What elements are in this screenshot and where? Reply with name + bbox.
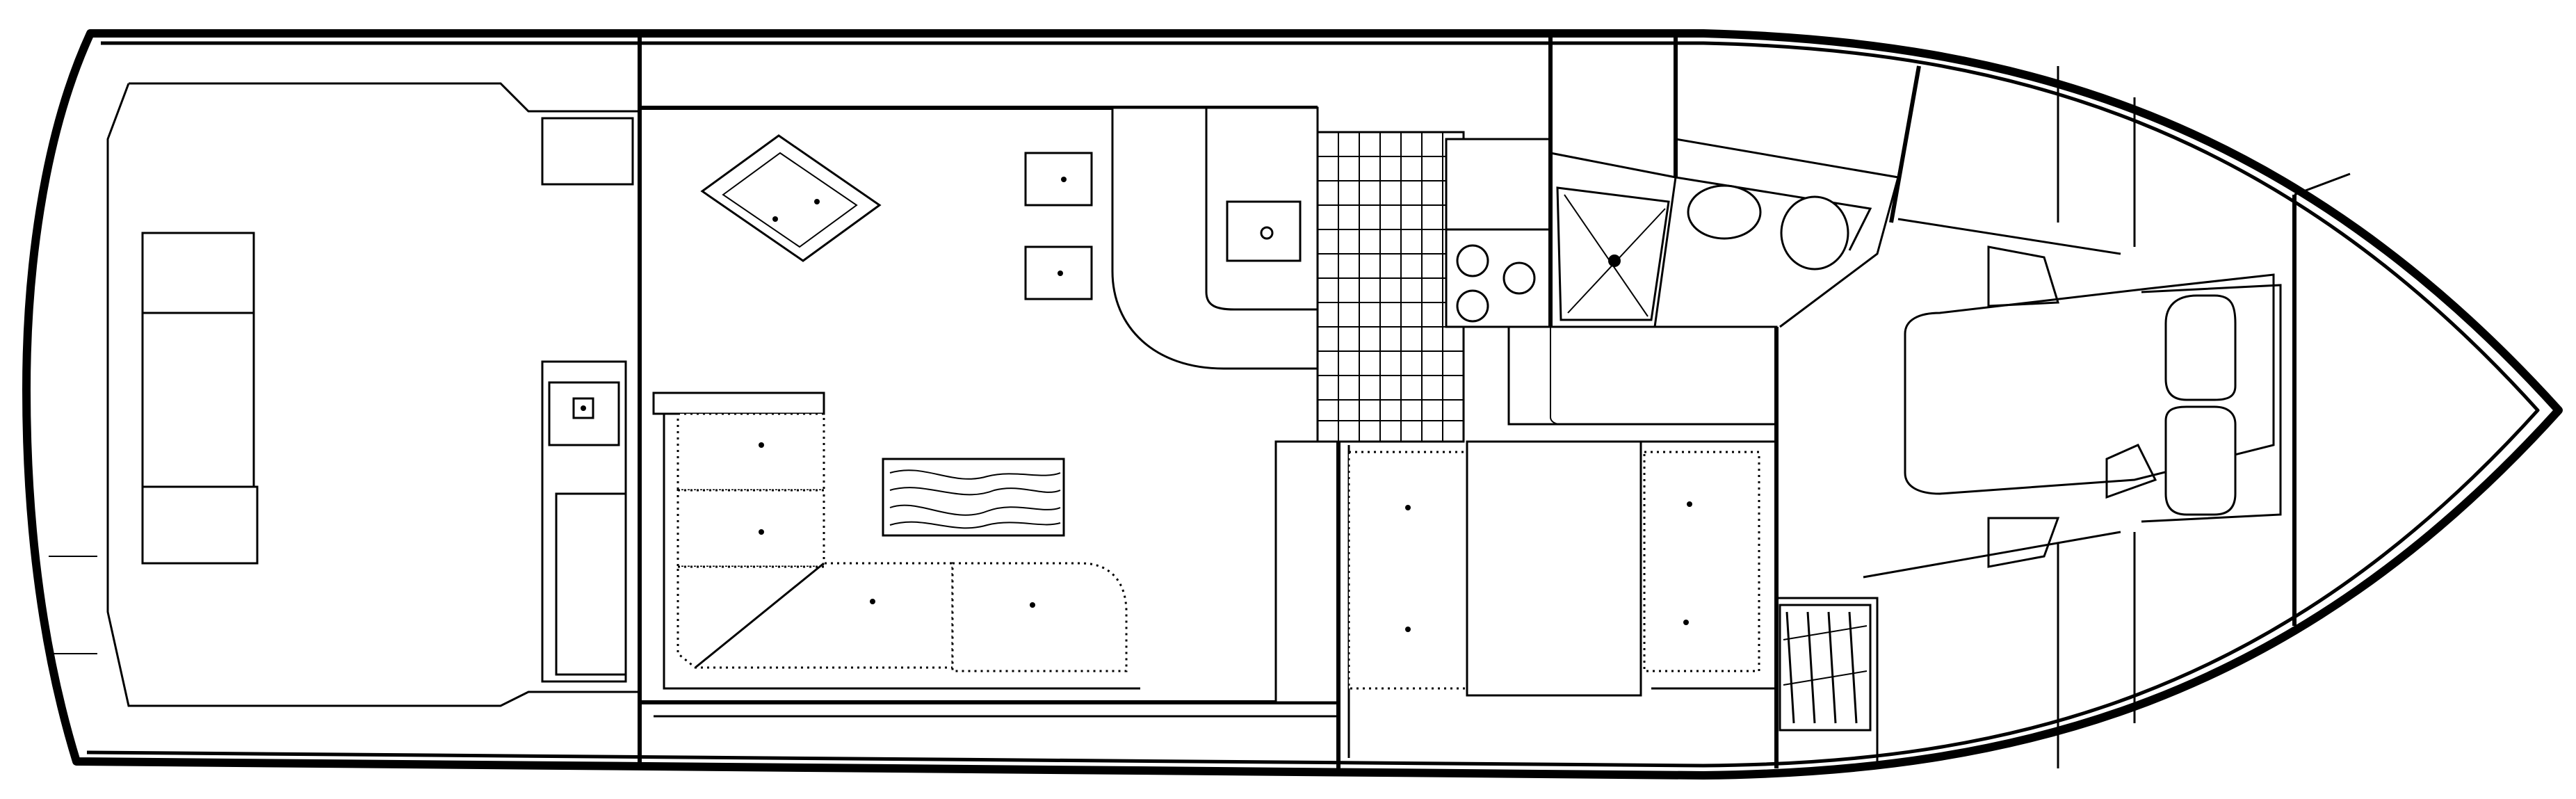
hull-inner-line: [86, 41, 2540, 768]
forward-bulkhead: [1889, 65, 1921, 223]
galley-counter: [1111, 106, 1319, 370]
settee-mark-2: [759, 529, 764, 535]
steps-outline: [1316, 131, 1465, 443]
mid-berth-cushion-1: [1347, 451, 1468, 690]
settee-cushion-2: [677, 489, 825, 568]
mid-berth-mark-1: [1405, 505, 1411, 510]
mid-cabin-bench: [1507, 325, 1778, 426]
ladder-rung-3: [1827, 611, 1837, 724]
burner-2: [1502, 261, 1536, 295]
settee-mark-4: [1030, 602, 1035, 608]
settee-cushion-1: [677, 412, 825, 492]
rug-grain-1: [889, 469, 1061, 480]
hull: [22, 29, 2563, 780]
rug-grain-2: [889, 487, 1061, 496]
mid-section: [1336, 36, 1778, 768]
toilet-bowl: [1780, 195, 1849, 271]
vanity-counter: [1675, 138, 1899, 328]
mid-cabin-bench-edge: [1550, 327, 1776, 425]
ladder-rung-1: [1785, 611, 1795, 724]
galley-sink-drain: [1260, 226, 1274, 240]
refrigerator: [1445, 138, 1552, 231]
salon-table-knob-1: [772, 216, 778, 222]
aft-cockpit: [49, 82, 640, 707]
ladder-rung-2: [1806, 611, 1816, 724]
salon-table: [700, 134, 882, 262]
salon-rug: [882, 458, 1065, 537]
mid-berth-mark-2: [1405, 627, 1411, 632]
v-berth-pillow-top: [2164, 294, 2237, 401]
forward-stateroom: [1774, 65, 2296, 768]
settee-cushion-3: [951, 562, 1128, 672]
burner-1: [1456, 244, 1489, 277]
shower-drain: [1608, 255, 1621, 267]
rug-grain-3: [889, 504, 1061, 516]
cockpit-locker-upper: [541, 117, 634, 186]
salon-table-knob-2: [814, 199, 820, 204]
head-compartment: [1548, 36, 1920, 328]
bench-cushion-3: [141, 485, 259, 565]
hull-outline: [22, 29, 2563, 780]
hanging-locker-line: [1776, 597, 1879, 765]
mid-berth-mattress: [1466, 440, 1642, 697]
bench-cushion-1: [141, 232, 255, 314]
cockpit-sink-basin: [572, 397, 594, 419]
salon-side-cabinet: [1274, 440, 1340, 704]
v-berth-pillow-bottom: [2164, 405, 2237, 516]
cockpit-storage-box: [555, 492, 627, 676]
galley-counter-inner: [1205, 108, 1318, 311]
salon-stool-1-mark: [1061, 177, 1067, 182]
settee-corner-cushion: [677, 562, 954, 669]
mid-berth-mark-3: [1687, 501, 1692, 507]
forward-shelf-port: [1987, 517, 2060, 568]
shower-diag-1: [1564, 194, 1649, 317]
bench-cushion-2: [141, 312, 255, 488]
salon-l-settee: [652, 392, 1140, 690]
ladder-cross-1: [1783, 625, 1868, 640]
forward-shelf-starboard: [1987, 245, 2060, 307]
galley-sink: [1226, 200, 1302, 262]
v-berth-fold: [2105, 444, 2157, 499]
ladder-cross-2: [1783, 670, 1868, 686]
settee-diagonal: [695, 562, 825, 669]
settee-back-side: [663, 414, 1140, 690]
burner-3: [1456, 289, 1489, 323]
forward-ladder: [1779, 604, 1872, 732]
v-berth-headboard: [2141, 284, 2282, 523]
vanity-sink: [1687, 184, 1762, 240]
mid-berth-cushion-2: [1643, 451, 1760, 672]
shower-pan: [1556, 186, 1670, 321]
companionway-steps: [1316, 131, 1465, 443]
fore-peak-divider: [2294, 172, 2351, 196]
galley-counter-top: [1111, 106, 1319, 370]
aft-bench-seat: [141, 232, 259, 565]
settee-mark-1: [759, 442, 764, 448]
mid-berth-mark-4: [1683, 620, 1689, 625]
cockpit-coaming: [106, 82, 640, 707]
cockpit-sink-drain: [581, 405, 586, 411]
salon-table-top: [700, 134, 882, 262]
salon-stool-1: [1024, 152, 1093, 207]
rug-grain-4: [889, 521, 1061, 529]
salon: [640, 106, 1353, 718]
salon-table-inner: [722, 152, 858, 248]
forward-cabin-port-wall: [1863, 531, 2121, 579]
transom-steps: [49, 556, 97, 654]
settee-back-top: [652, 392, 825, 415]
salon-stool-2-mark: [1058, 271, 1063, 276]
settee-mark-3: [870, 599, 875, 604]
forward-cabin-starboard-wall: [1897, 218, 2121, 255]
ladder-rung-4: [1848, 611, 1858, 724]
